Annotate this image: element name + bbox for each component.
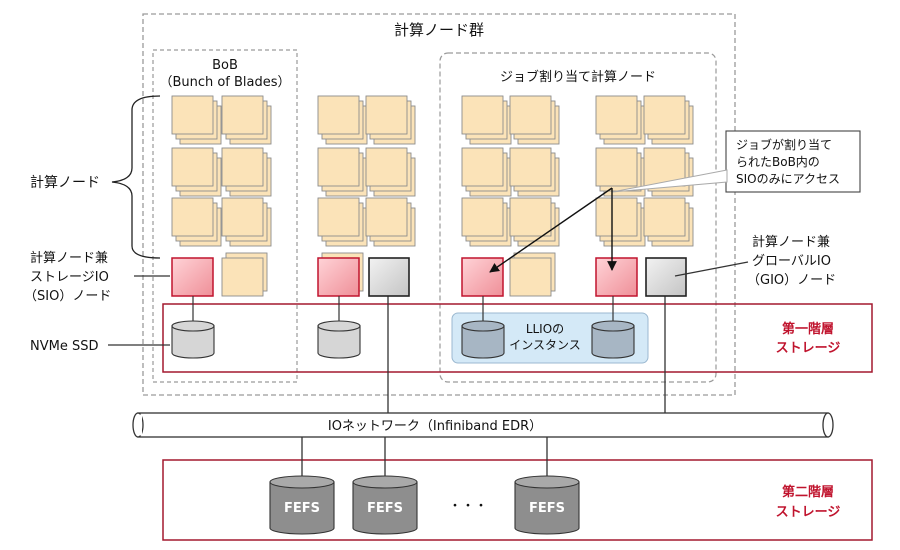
tier1-label-line2: ストレージ [776, 341, 841, 356]
nvme-ssd-cylinder [171, 320, 215, 359]
compute-group-box [142, 13, 736, 396]
compute-node-card [643, 95, 694, 145]
compute-node-card [461, 95, 512, 145]
sio-label-line3: （SIO）ノード [24, 289, 111, 304]
fefs-cylinder: FEFS [514, 475, 580, 535]
sio-node [171, 257, 214, 297]
compute-node-card [317, 147, 368, 197]
io-network-pipe [132, 412, 834, 438]
fefs-cylinder: FEFS [269, 475, 335, 535]
tier2-label-line1: 第二階層 [782, 484, 834, 500]
compute-node-card [171, 147, 222, 197]
compute-node-card [317, 95, 368, 145]
bob-title-line1: BoB [212, 58, 238, 73]
gio-leader-line [674, 261, 749, 277]
gio-label-line1: 計算ノード兼 [752, 234, 830, 250]
callout-line2: られたBoB内の [736, 155, 820, 169]
compute-node-card [595, 95, 646, 145]
llio-label-line1: LLIOの [526, 322, 564, 336]
compute-node-label: 計算ノード [30, 175, 100, 191]
tier1-storage-band [162, 303, 873, 373]
access-arrow-left [489, 187, 613, 273]
compute-node-card [365, 197, 416, 247]
compute-group-title: 計算ノード群 [394, 21, 484, 39]
bob-title-line2: （Bunch of Blades） [159, 75, 290, 90]
compute-node-card [461, 147, 512, 197]
compute-node-card [221, 252, 268, 297]
compute-node-card [509, 95, 560, 145]
gio-label-line3: （GIO）ノード [747, 273, 836, 288]
compute-node-card [595, 197, 646, 247]
nvme-ssd-cylinders [171, 296, 635, 359]
gio-node [645, 257, 687, 297]
callout-box [725, 130, 861, 193]
compute-node-card [461, 197, 512, 247]
compute-node-card [221, 95, 272, 145]
callout-pointer [611, 169, 728, 193]
compute-node-card [221, 147, 272, 197]
job-nodes-title: ジョブ割り当て計算ノード [500, 69, 656, 85]
nvme-label: NVMe SSD [30, 339, 98, 354]
compute-node-brace [111, 95, 161, 259]
gio-label-line2: グローバルIO [752, 254, 831, 269]
fefs-cylinder: FEFS [352, 475, 418, 535]
fefs-label: FEFS [529, 501, 565, 516]
compute-node-card [643, 197, 694, 247]
io-network-label: IOネットワーク（Infiniband EDR） [328, 419, 542, 434]
compute-node-card [221, 197, 272, 247]
compute-node-cards [171, 95, 694, 297]
tier1-label-line1: 第一階層 [782, 321, 834, 337]
compute-node-card [365, 95, 416, 145]
io-nodes [171, 257, 687, 297]
compute-node-card [171, 197, 222, 247]
callout-line1: ジョブが割り当て [736, 137, 832, 152]
sio-node [595, 257, 638, 297]
sio-label-line1: 計算ノード兼 [30, 250, 108, 266]
job-nodes-box [439, 52, 717, 383]
nvme-ssd-cylinder [317, 320, 361, 359]
fefs-ellipsis: ・・・ [448, 499, 487, 514]
fefs-cylinders: FEFS FEFS FEFS [269, 475, 580, 535]
compute-node-card [509, 197, 560, 247]
compute-node-card [509, 147, 560, 197]
nvme-ssd-cylinder [591, 320, 635, 359]
tier2-storage-band [162, 459, 873, 541]
llio-label-line2: インスタンス [509, 338, 581, 352]
compute-node-card [365, 147, 416, 197]
network-links [301, 296, 666, 480]
bob-box [152, 49, 298, 383]
sio-node [461, 257, 504, 297]
sio-node [317, 257, 360, 297]
gio-node [368, 257, 410, 297]
fefs-label: FEFS [367, 501, 403, 516]
fefs-label: FEFS [284, 501, 320, 516]
compute-node-card [171, 95, 222, 145]
compute-node-card [509, 252, 556, 297]
callout-line3: SIOのみにアクセス [736, 172, 840, 186]
nvme-ssd-cylinder [461, 320, 505, 359]
sio-label-line2: ストレージIO [30, 270, 109, 285]
tier2-label-line2: ストレージ [776, 505, 841, 520]
compute-node-card [317, 197, 368, 247]
